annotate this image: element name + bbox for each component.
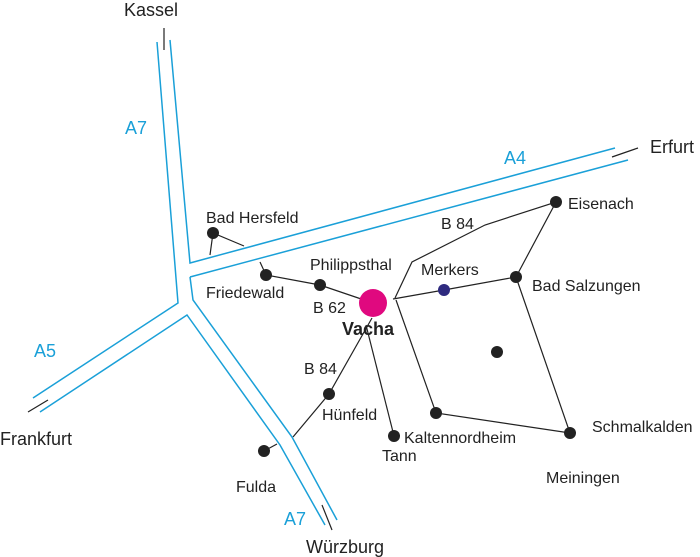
b84-north-label: B 84 [441, 216, 474, 233]
tann-label: Tann [382, 448, 417, 465]
a7-north-label: A7 [125, 118, 147, 138]
philippsthal-marker [314, 279, 326, 291]
bad-hersfeld-label: Bad Hersfeld [206, 210, 299, 227]
schmalkalden-label: Schmalkalden [592, 419, 693, 436]
a5-label: A5 [34, 341, 56, 361]
bad-salzungen-label: Bad Salzungen [532, 278, 641, 295]
a4-label: A4 [504, 148, 526, 168]
bad-salzungen-marker [510, 271, 522, 283]
kaltennordheim-marker [430, 407, 442, 419]
bad-hersfeld-marker [207, 227, 219, 239]
meiningen-label: Meiningen [546, 470, 620, 487]
huenfeld-marker [323, 388, 335, 400]
erfurt-label: Erfurt [650, 137, 694, 157]
philippsthal-label: Philippsthal [310, 257, 392, 274]
merkers-marker [438, 284, 450, 296]
tann-marker [388, 430, 400, 442]
wuerzburg-label: Würzburg [306, 537, 384, 557]
kassel-label: Kassel [124, 0, 178, 20]
fulda-marker [258, 445, 270, 457]
frankfurt-label: Frankfurt [0, 429, 72, 449]
merkers-label: Merkers [421, 262, 479, 279]
huenfeld-label: Hünfeld [322, 407, 377, 424]
autobahn-lines [27, 28, 639, 531]
friedewald-label: Friedewald [206, 285, 284, 302]
unlabeled-marker [491, 346, 503, 358]
vacha-marker [359, 289, 387, 317]
friedewald-marker [260, 269, 272, 281]
eisenach-marker [550, 196, 562, 208]
b84-south-label: B 84 [304, 361, 337, 378]
b62-label: B 62 [313, 300, 346, 317]
kaltennordheim-label: Kaltennordheim [404, 430, 516, 447]
schmalkalden-marker [564, 427, 576, 439]
eisenach-label: Eisenach [568, 196, 634, 213]
a7-south-label: A7 [284, 509, 306, 529]
vacha-label: Vacha [342, 319, 395, 339]
fulda-label: Fulda [236, 479, 276, 496]
